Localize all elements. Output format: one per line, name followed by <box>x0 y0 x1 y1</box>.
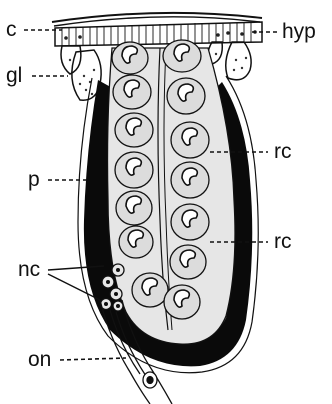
label-hyp: hyp <box>282 20 316 43</box>
label-p: p <box>28 168 40 191</box>
label-on: on <box>28 348 51 371</box>
label-rc-lower: rc <box>274 230 292 253</box>
label-gl: gl <box>6 64 22 87</box>
label-rc-upper: rc <box>274 140 292 163</box>
cuticle-layer <box>52 13 262 26</box>
gland-cell-right-2 <box>226 42 251 80</box>
label-gl-group: gl <box>6 64 68 87</box>
label-c: c <box>6 18 17 41</box>
label-on-group: on <box>28 348 126 371</box>
hypodermis-layer <box>55 22 262 46</box>
label-p-group: p <box>28 168 90 191</box>
label-nc: nc <box>18 258 40 281</box>
